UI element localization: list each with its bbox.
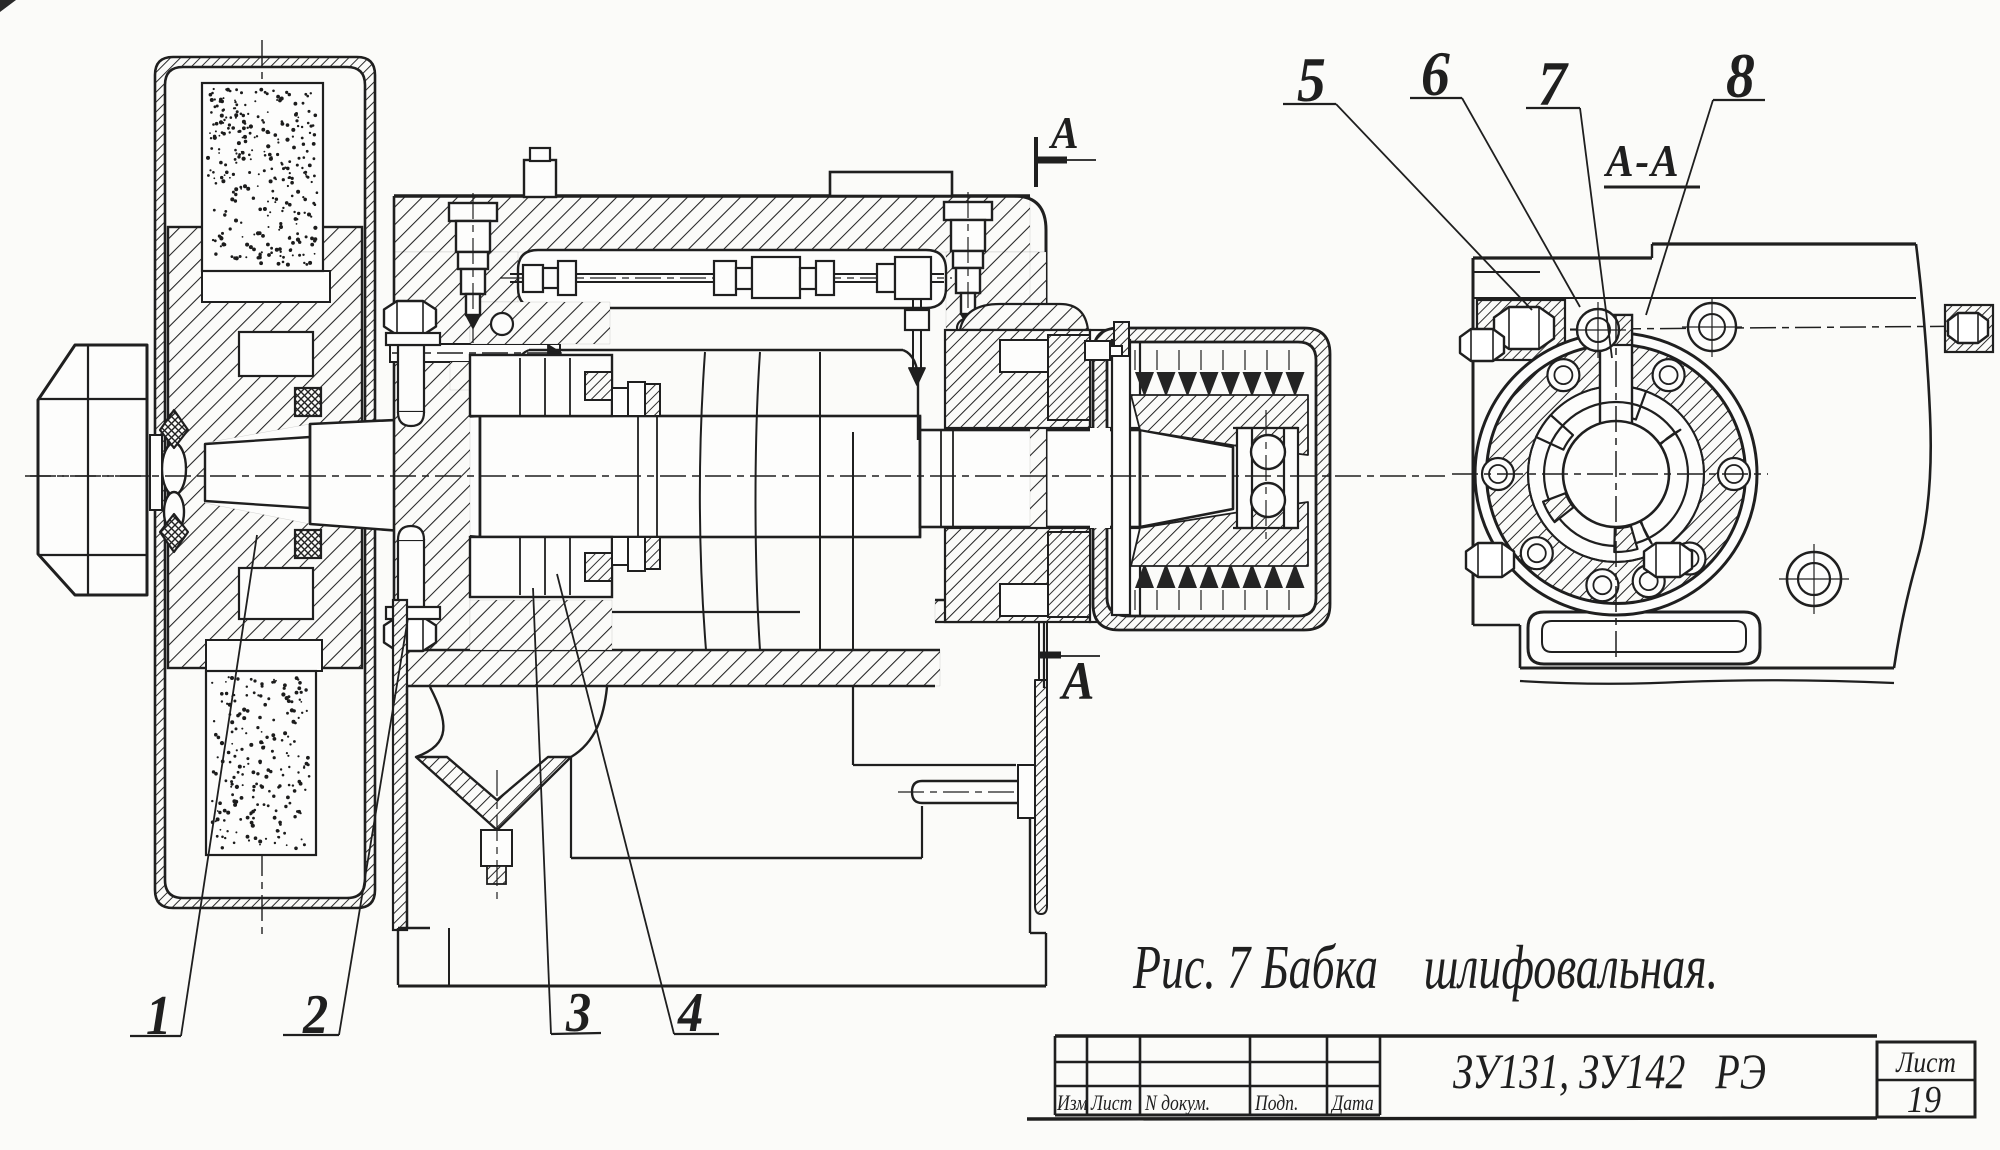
svg-text:Лист: Лист: [1895, 1046, 1956, 1079]
svg-text:6: 6: [1421, 39, 1450, 109]
svg-text:Рис. 7 Бабка шлифовальная.: Рис. 7 Бабка шлифовальная.: [1132, 932, 1718, 1001]
svg-text:ЗУ131, ЗУ142 РЭ: ЗУ131, ЗУ142 РЭ: [1453, 1044, 1766, 1099]
svg-text:Изм: Изм: [1056, 1091, 1087, 1115]
svg-text:1: 1: [146, 985, 171, 1047]
svg-text:Лист: Лист: [1090, 1091, 1132, 1115]
svg-text:5: 5: [1297, 45, 1326, 115]
svg-text:A: A: [1059, 652, 1094, 712]
svg-text:2: 2: [302, 984, 328, 1046]
svg-text:A-A: A-A: [1603, 136, 1680, 186]
svg-text:Подп.: Подп.: [1254, 1091, 1298, 1115]
svg-text:7: 7: [1538, 49, 1569, 119]
svg-text:Дата: Дата: [1330, 1091, 1373, 1115]
svg-text:A: A: [1048, 108, 1078, 158]
svg-text:8: 8: [1726, 41, 1755, 111]
svg-text:19: 19: [1907, 1078, 1941, 1120]
svg-text:N докум.: N докум.: [1144, 1091, 1210, 1115]
